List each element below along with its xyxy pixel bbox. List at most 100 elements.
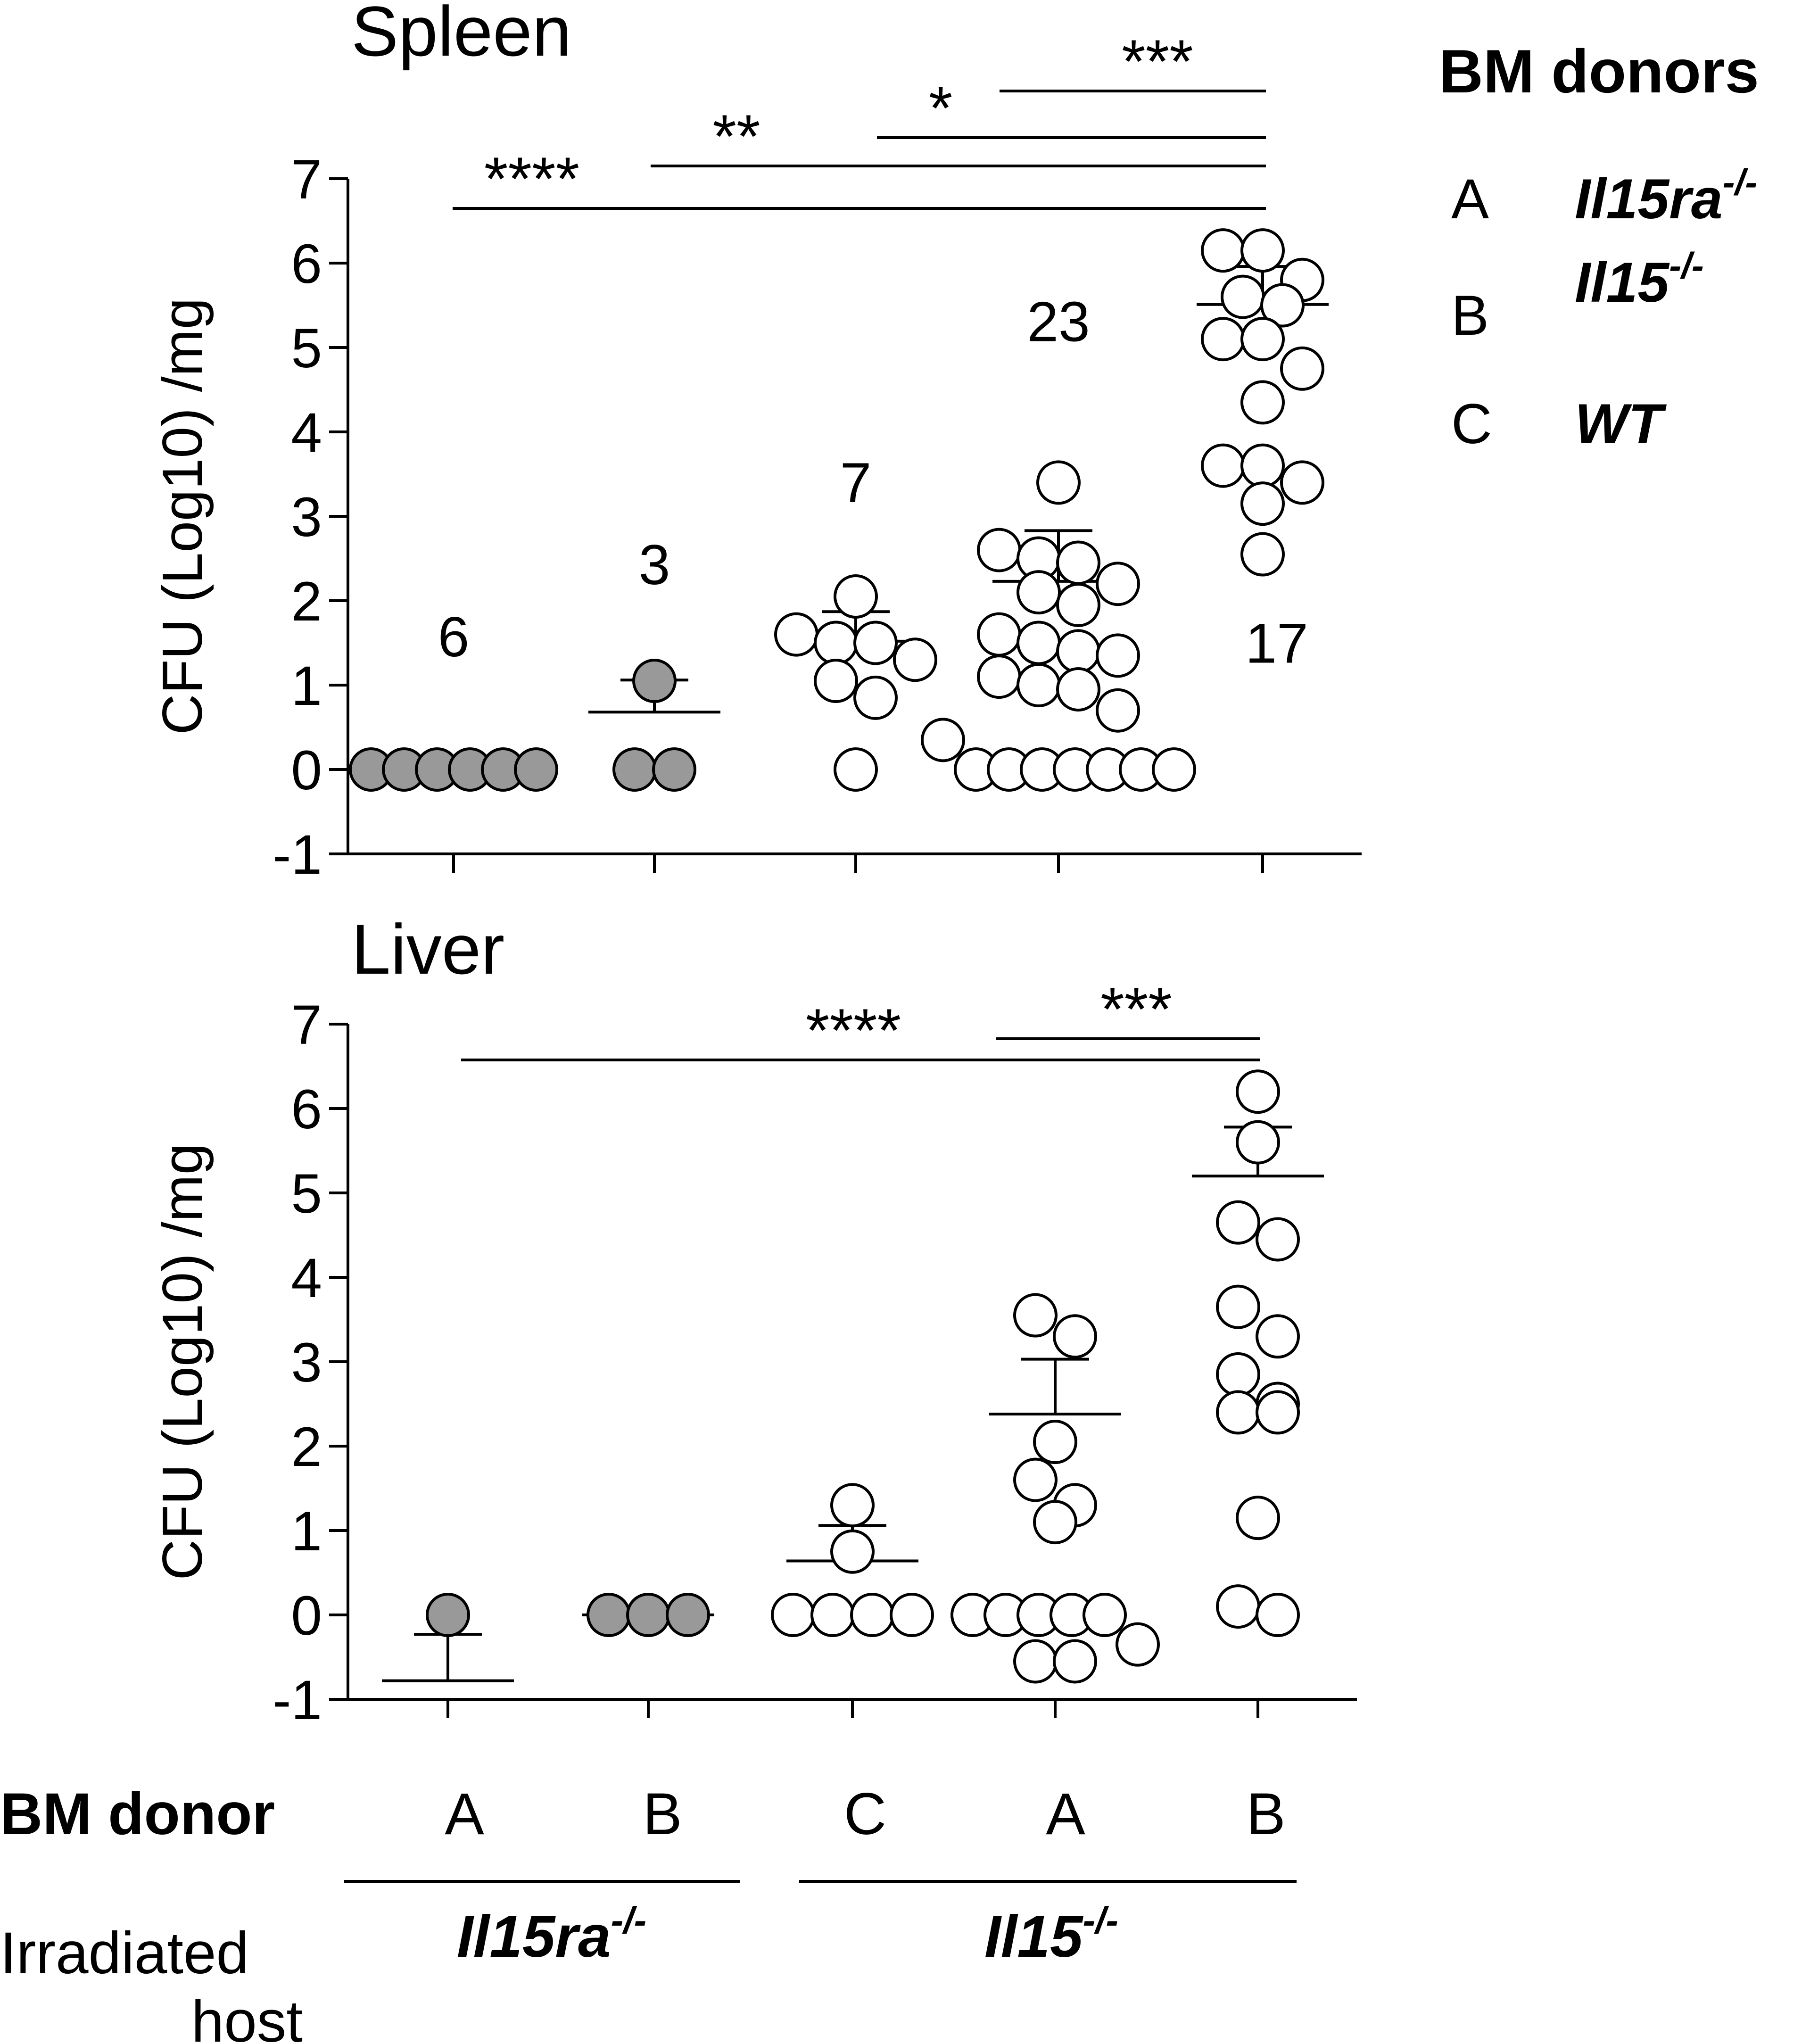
bm-donor-letter: A (1046, 1781, 1085, 1847)
data-point (1240, 317, 1285, 362)
legend-letter: A (1451, 167, 1489, 231)
data-point (1216, 1390, 1260, 1435)
y-tick-label: 4 (291, 402, 322, 464)
y-axis-label: CFU (Log10) /mg (151, 298, 214, 735)
data-point (1216, 1200, 1260, 1245)
data-point (977, 654, 1021, 699)
data-point (1036, 460, 1081, 505)
y-tick-label: 7 (291, 149, 322, 211)
panel-title: Liver (351, 910, 504, 989)
y-tick-label: 4 (291, 1247, 322, 1309)
data-point (1096, 633, 1140, 678)
legend-genotype: Il15-/- (1575, 245, 1704, 314)
y-tick-label: 5 (291, 1163, 322, 1225)
data-point (977, 612, 1021, 657)
bm-donor-row: BM donor A B C A B (0, 1781, 1286, 1847)
data-point (893, 637, 937, 682)
bm-donor-letter: A (445, 1781, 484, 1847)
legend-title: BM donors (1439, 37, 1759, 106)
data-point (1053, 1639, 1097, 1684)
y-tick-label: 1 (291, 655, 322, 717)
data-point (1056, 582, 1100, 627)
data-point (850, 1593, 894, 1637)
data-point (1280, 460, 1324, 505)
data-point (1256, 1217, 1300, 1262)
y-tick-label: 2 (291, 571, 322, 633)
bm-donor-letter: B (1246, 1781, 1285, 1847)
data-point (853, 675, 898, 720)
data-point (426, 1593, 470, 1637)
y-tick-label: 0 (291, 1585, 322, 1647)
data-point (834, 747, 878, 792)
y-tick-label: 2 (291, 1416, 322, 1478)
data-point (830, 1483, 875, 1528)
data-point (1236, 1120, 1280, 1165)
data-group (582, 1593, 714, 1637)
data-point (612, 747, 657, 792)
y-tick-label: 0 (291, 739, 322, 802)
group-count-label: 3 (639, 533, 670, 596)
irradiated-host-row: Irradiated host Il15ra-/- Il15-/- (0, 1899, 1118, 2044)
data-point (1013, 1639, 1058, 1684)
significance-label: **** (806, 996, 901, 1065)
legend-item-a: A Il15ra-/- (1451, 161, 1757, 231)
data-point (587, 1593, 631, 1637)
y-tick-label: 5 (291, 317, 322, 380)
data-point (652, 747, 696, 792)
data-point (921, 718, 965, 762)
data-point (1240, 228, 1285, 273)
data-point (1017, 663, 1061, 707)
y-tick-label: 3 (291, 1332, 322, 1394)
data-point (1056, 629, 1100, 674)
data-point (814, 621, 858, 665)
data-point (1201, 317, 1245, 362)
data-point (1116, 1622, 1160, 1667)
data-group (950, 1293, 1160, 1684)
y-tick-label: 6 (291, 233, 322, 295)
data-point (1216, 1352, 1260, 1397)
y-tick-label: 7 (291, 994, 322, 1056)
data-point (830, 1529, 875, 1574)
legend-genotype: WT (1575, 392, 1667, 455)
y-tick-label: -1 (273, 1669, 322, 1731)
data-point (977, 528, 1021, 572)
data-group: 17 (1197, 228, 1329, 675)
group-count-label: 17 (1245, 612, 1308, 675)
legend-item-b: B Il15-/- (1451, 245, 1704, 347)
data-group: 7 (774, 451, 937, 792)
data-point (1236, 1496, 1280, 1540)
data-group: 6 (349, 605, 558, 792)
data-point (632, 659, 677, 703)
legend-genotype: Il15ra-/- (1575, 161, 1757, 231)
legend-letter: B (1451, 284, 1489, 347)
significance-label: *** (1100, 975, 1172, 1043)
data-point (1083, 1593, 1127, 1637)
y-tick-label: 1 (291, 1500, 322, 1563)
data-point (666, 1593, 710, 1637)
bm-donor-label: BM donor (0, 1781, 275, 1847)
legend: BM donors A Il15ra-/- B Il15-/- C WT (1439, 37, 1759, 455)
host-genotype: Il15-/- (984, 1899, 1118, 1970)
data-point (1017, 621, 1061, 665)
data-point (853, 621, 898, 665)
data-point (890, 1593, 934, 1637)
data-point (1096, 562, 1140, 606)
group-count-label: 6 (438, 605, 470, 669)
data-point (1056, 540, 1100, 585)
significance-label: * (929, 74, 953, 142)
data-point (1221, 274, 1265, 319)
data-point (1256, 1593, 1300, 1637)
data-point (1216, 1284, 1260, 1329)
data-group (1192, 1069, 1324, 1637)
data-point (1056, 667, 1100, 712)
data-point (1152, 747, 1196, 792)
data-point (771, 1593, 815, 1637)
significance-label: *** (1122, 27, 1193, 96)
significance-label: **** (484, 144, 579, 213)
panel-title: Spleen (351, 0, 571, 71)
data-group: 23 (921, 290, 1196, 792)
data-group: 3 (588, 533, 720, 792)
host-label-line2: host (191, 1989, 303, 2044)
data-point (1240, 481, 1285, 526)
